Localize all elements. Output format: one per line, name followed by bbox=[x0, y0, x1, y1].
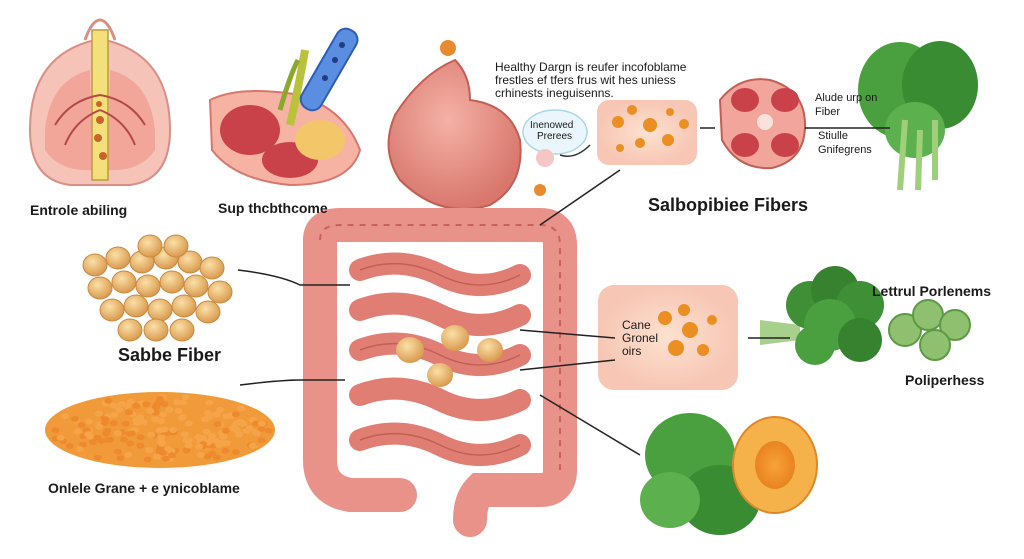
bubble-line-2: Prerees bbox=[537, 131, 573, 142]
fiber-tissue-sample bbox=[597, 100, 697, 165]
cane-line-2: Gronel bbox=[622, 331, 659, 345]
grain-tissue-sample bbox=[598, 285, 738, 390]
fibers-title: Salbopibiee Fibers bbox=[648, 195, 809, 215]
connector-lines bbox=[237, 127, 890, 456]
right-top-line-1: Alude urp on bbox=[815, 92, 878, 104]
note-line-2: frestles ef tfers frus wit hes uniess bbox=[495, 73, 676, 87]
right-top-line-3: Stiulle bbox=[818, 130, 848, 142]
broccoli-label: Lettrul Porlenems bbox=[872, 283, 992, 299]
lungs-illustration bbox=[28, 18, 172, 186]
spinach-greens bbox=[858, 41, 978, 191]
lentils-pile bbox=[45, 392, 275, 468]
chickpeas-label: Sabbe Fiber bbox=[118, 345, 222, 365]
tissue-label: Sup thcbthcome bbox=[218, 200, 328, 216]
note-line-3: crhinests ineguisenns. bbox=[495, 86, 614, 100]
pea-bubble bbox=[522, 109, 591, 167]
lentils-label: Onlele Granе + e ynicoblame bbox=[48, 480, 240, 496]
large-intestine bbox=[303, 208, 577, 537]
tissue-illustration bbox=[208, 27, 362, 187]
lungs-label: Entrole abiling bbox=[30, 202, 128, 218]
intestine-cross-section bbox=[718, 78, 807, 170]
cane-line-3: oirs bbox=[622, 344, 642, 358]
right-top-line-2: Fiber bbox=[815, 106, 841, 118]
note-line-1: Healthy Dargn is reufer incofoblame bbox=[495, 60, 687, 74]
peas-label: Poliperhess bbox=[905, 372, 985, 388]
peas bbox=[888, 299, 971, 361]
spinach-apricot bbox=[640, 413, 818, 535]
cane-line-1: Cane bbox=[622, 318, 651, 332]
stomach-illustration bbox=[387, 40, 546, 211]
bubble-line-1: Inenowed bbox=[530, 120, 574, 131]
broccoli bbox=[760, 266, 884, 365]
chickpeas-pile bbox=[82, 234, 233, 342]
right-top-line-4: Gnifegrens bbox=[818, 144, 872, 156]
